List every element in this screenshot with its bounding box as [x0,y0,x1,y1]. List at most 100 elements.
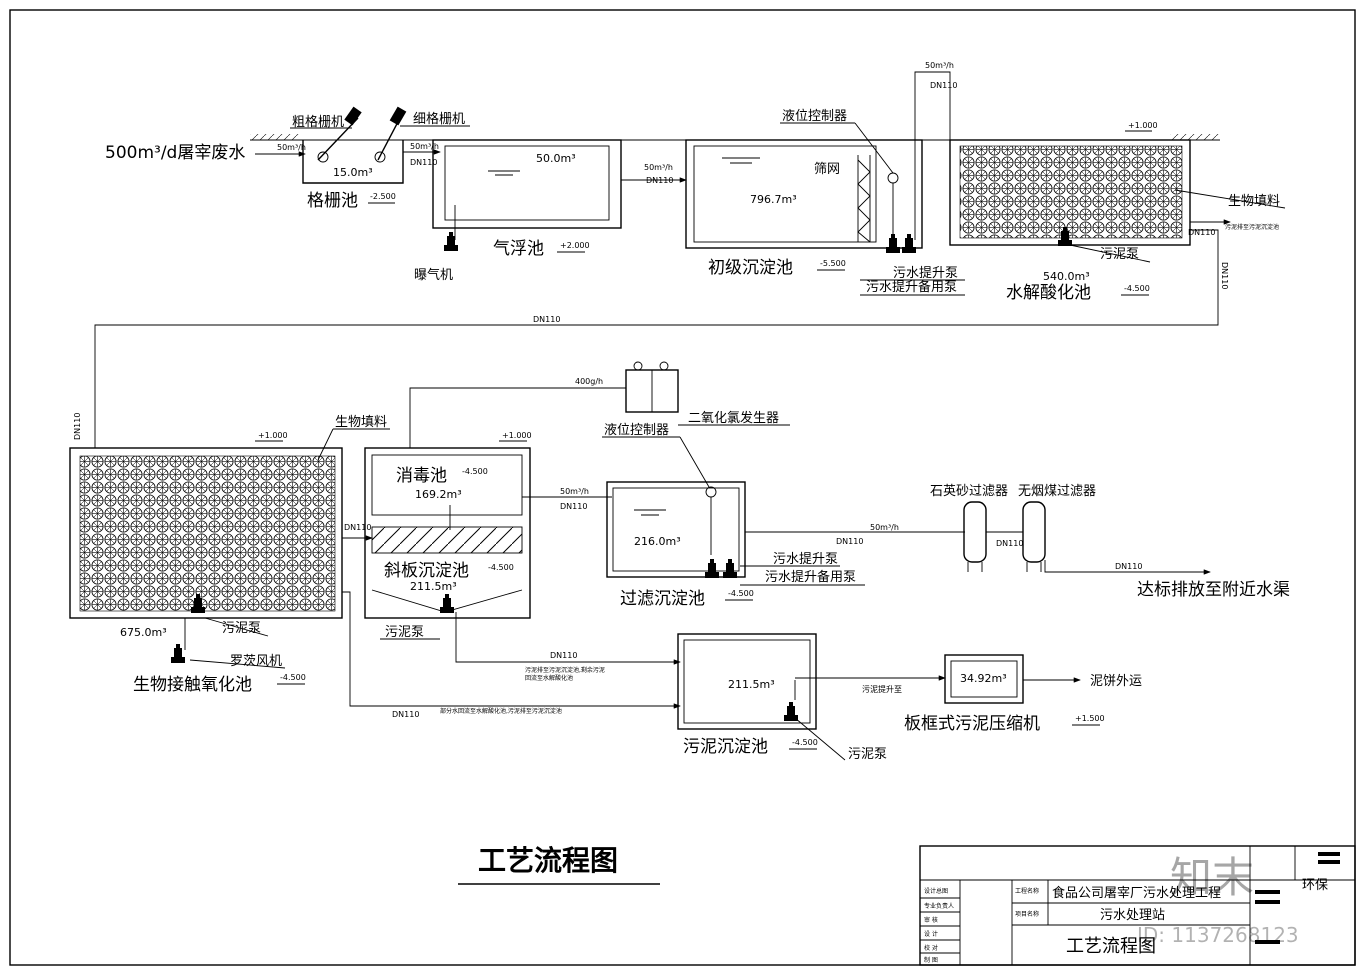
primary-level: -5.500 [820,259,846,268]
tb-subproject: 污水处理站 [1100,908,1165,923]
tb-label-item: 项目名称 [1015,910,1039,918]
bio-volume: 675.0m³ [120,626,167,639]
disinfect-volume: 169.2m³ [415,488,462,501]
filter-tank: 216.0m³ 过滤沉淀池 -4.500 [606,481,754,609]
hydrolysis-volume: 540.0m³ [1043,270,1090,283]
primary-volume: 796.7m³ [750,193,797,206]
bio-oxidation-tank: +1.000 675.0m³ 生物接触氧化池 -4.500 [69,431,343,695]
flow-400-label: 400g/h [575,377,603,386]
note-sludge-2: 回流至水解酸化池 [525,674,573,682]
tb-row-2: 审 核 [924,916,938,924]
watermark-logo: 知末 [1170,853,1254,902]
flow-label: 50m³/h [644,163,673,172]
bio-filler-label-1: 生物填料 [1228,194,1280,209]
ground-lines [250,134,1220,141]
tb-row-3: 设 计 [924,930,938,938]
filter-name: 过滤沉淀池 [620,589,705,609]
pipe-label: DN110 [930,81,957,90]
filter-press-label: 板框式污泥压缩机 [904,714,1040,734]
disinfect-inclined-tank: 消毒池 -4.500 169.2m³ +1.000 斜板沉淀池 -4.500 2… [364,431,532,619]
sheet-border [9,9,1356,966]
grid-tank: 15.0m³ 格栅池 -2.500 [302,106,407,211]
float-name: 气浮池 [493,239,544,259]
inclined-name: 斜板沉淀池 [384,561,469,581]
lift-pump-backup-label-2: 污水提升备用泵 [765,569,856,585]
bio-top-level: +1.000 [258,431,288,440]
lift-pump-label-2: 污水提升泵 [773,551,838,567]
press-level: +1.500 [1075,714,1105,723]
hydrolysis-level: -4.500 [1124,284,1150,293]
grid-volume: 15.0m³ [333,166,373,179]
lift-pump-label: 污水提升泵 [893,265,958,281]
tb-label-project: 工程名称 [1015,887,1039,895]
title-block: 设计总图 专业负责人 审 核 设 计 校 对 制 图 工程名称 项目名称 食品公… [919,845,1356,966]
filter-level: -4.500 [728,589,754,598]
sludge-tank: 211.5m³ 污泥沉淀池 -4.500 [677,633,818,757]
chlorine-gen-label: 二氧化氯发生器 [688,410,779,426]
hydrolysis-tank: +1.000 540.0m³ 水解酸化池 -4.500 [949,121,1191,303]
pipe-label: DN110 [550,651,577,660]
roots-blower-label: 罗茨风机 [230,654,282,669]
pipe-label: DN110 [73,413,82,440]
flow-label: 50m³/h [277,143,306,152]
sludge-lift-label: 污泥提升至 [862,684,902,694]
hydrolysis-name: 水解酸化池 [1006,283,1091,303]
inclined-level: -4.500 [488,563,514,572]
tb-row-4: 校 对 [924,944,938,952]
sludge-pump-label-1: 污泥泵 [1100,247,1139,262]
float-level: +2.000 [560,241,590,250]
coarse-screen-label: 粗格栅机 [292,114,344,130]
filter-press: 34.92m³ 板框式污泥压缩机 +1.500 [904,654,1105,734]
source-label: 500m³/d屠宰废水 [105,143,245,163]
lift-pump-backup-label: 污水提升备用泵 [866,279,957,295]
grid-name: 格栅池 [307,191,358,211]
tb-project: 食品公司屠宰厂污水处理工程 [1052,885,1221,901]
grid-level: -2.500 [370,192,396,201]
fine-screen-label: 细格栅机 [413,111,465,127]
sludge-volume: 211.5m³ [728,678,775,691]
tb-row-5: 制 图 [924,956,938,964]
level-controller-label-2: 液位控制器 [604,423,669,438]
quartz-filter-label: 石英砂过滤器 [930,484,1008,499]
note-top: 污泥排至污泥沉淀池 [1225,223,1279,231]
sludge-name: 污泥沉淀池 [683,737,768,757]
discharge-label: 达标排放至附近水渠 [1137,580,1290,600]
pipe-label: DN110 [646,176,673,185]
drawing-title: 工艺流程图 [478,844,618,877]
hydrolysis-top-level: +1.000 [1128,121,1158,130]
screen-mesh-label: 筛网 [814,162,840,177]
pipe-label: DN110 [560,502,587,511]
flow-label: 50m³/h [560,487,589,496]
float-volume: 50.0m³ [536,152,576,165]
pipe-label: DN110 [1188,228,1215,237]
float-tank: 50.0m³ 气浮池 +2.000 [432,139,622,259]
tb-drawing-name: 工艺流程图 [1066,936,1156,957]
level-controller-label-1: 液位控制器 [782,109,847,124]
note-sludge-1: 污泥排至污泥沉淀池,剩余污泥 [525,666,605,674]
aerator-label: 曝气机 [414,267,453,283]
filter-volume: 216.0m³ [634,535,681,548]
pipe-label: DN110 [410,158,437,167]
flow-label: 50m³/h [410,142,439,151]
tb-row-0: 设计总图 [924,887,948,895]
inclined-volume: 211.5m³ [410,580,457,593]
watermark-id: ID: 1137268123 [1137,923,1299,947]
flow-label: 50m³/h [870,523,899,532]
disinfect-top-level: +1.000 [502,431,532,440]
primary-tank: 796.7m³ 筛网 初级沉淀池 -5.500 [685,139,923,278]
tb-company: 环保 [1302,878,1328,893]
bio-name: 生物接触氧化池 [133,675,252,695]
bio-filler-label-2: 生物填料 [335,415,387,430]
note-return: 部分水回流至水解酸化池,污泥排至污泥沉淀池 [440,707,562,715]
pipe-label: DN110 [533,315,560,324]
primary-name: 初级沉淀池 [708,258,793,278]
cake-out-label: 泥饼外运 [1090,674,1142,689]
pressure-filters: DN110 石英砂过滤器 无烟煤过滤器 [930,484,1096,572]
pipe-label: DN110 [836,537,863,546]
disinfect-name: 消毒池 [396,466,447,486]
sludge-pump-label-3: 污泥泵 [385,625,424,640]
pipe-label: DN110 [1220,262,1229,289]
chlorine-generator: 二氧化氯发生器 [625,361,790,426]
flow-label: 50m³/h [925,61,954,70]
